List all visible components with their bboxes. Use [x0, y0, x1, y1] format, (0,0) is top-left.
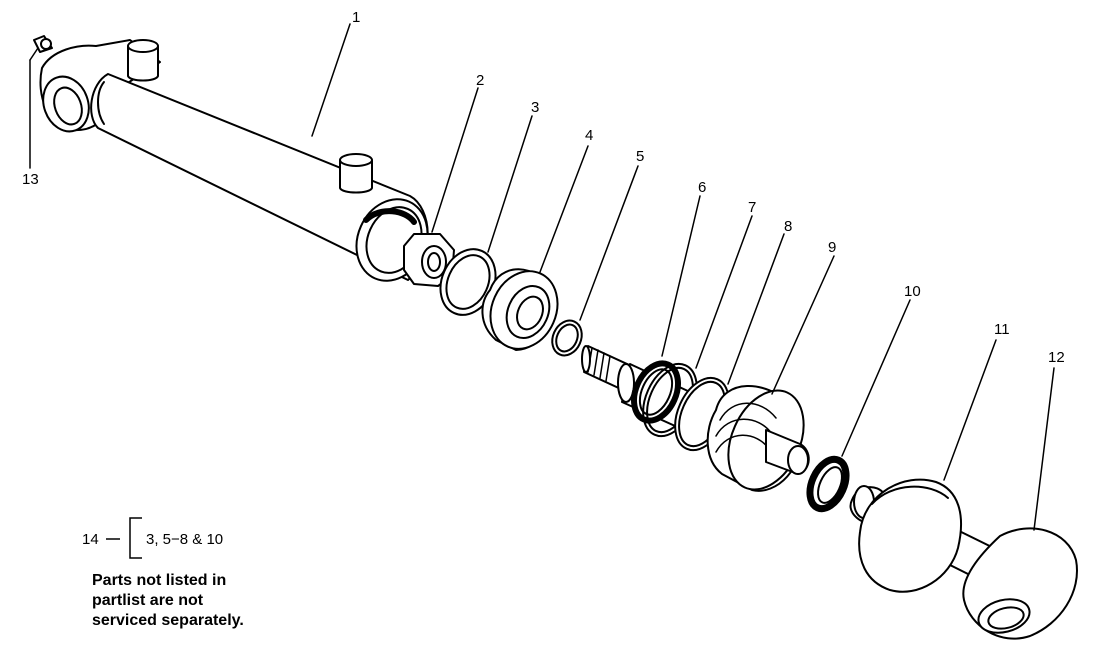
callout-12: 12 — [1048, 349, 1065, 366]
kit-contents: 3, 5−8 & 10 — [146, 531, 223, 548]
callout-1: 1 — [352, 9, 360, 26]
callout-3: 3 — [531, 99, 539, 116]
callout-4: 4 — [585, 127, 593, 144]
callout-6: 6 — [698, 179, 706, 196]
kit-bracket: 14 3, 5−8 & 10 — [82, 517, 223, 559]
callout-10: 10 — [904, 283, 921, 300]
service-note-line-2: partlist are not — [92, 592, 204, 609]
leader-lines — [29, 23, 1055, 531]
callout-7: 7 — [748, 199, 756, 216]
gland-head — [481, 268, 559, 351]
cylinder-barrel — [39, 39, 429, 282]
callout-5: 5 — [636, 148, 644, 165]
callout-13: 13 — [22, 171, 39, 188]
service-note-line-3: serviced separately. — [92, 612, 244, 629]
callout-8: 8 — [784, 218, 792, 235]
callout-11: 11 — [994, 321, 1010, 338]
callout-numbers: 1 2 3 4 5 6 7 8 9 10 11 12 13 — [22, 9, 1065, 366]
service-note: Parts not listed in partlist are not ser… — [92, 571, 244, 631]
callout-2: 2 — [476, 72, 484, 89]
o-ring-5 — [551, 319, 583, 357]
piston — [706, 385, 810, 492]
o-ring-3 — [439, 248, 497, 316]
rod-eye — [962, 527, 1078, 640]
callout-9: 9 — [828, 239, 836, 256]
seal-10 — [806, 455, 850, 513]
kit-number: 14 — [82, 531, 99, 548]
service-note-line-1: Parts not listed in — [92, 572, 227, 589]
lock-nut — [403, 233, 455, 287]
piston-rod — [849, 478, 1011, 593]
